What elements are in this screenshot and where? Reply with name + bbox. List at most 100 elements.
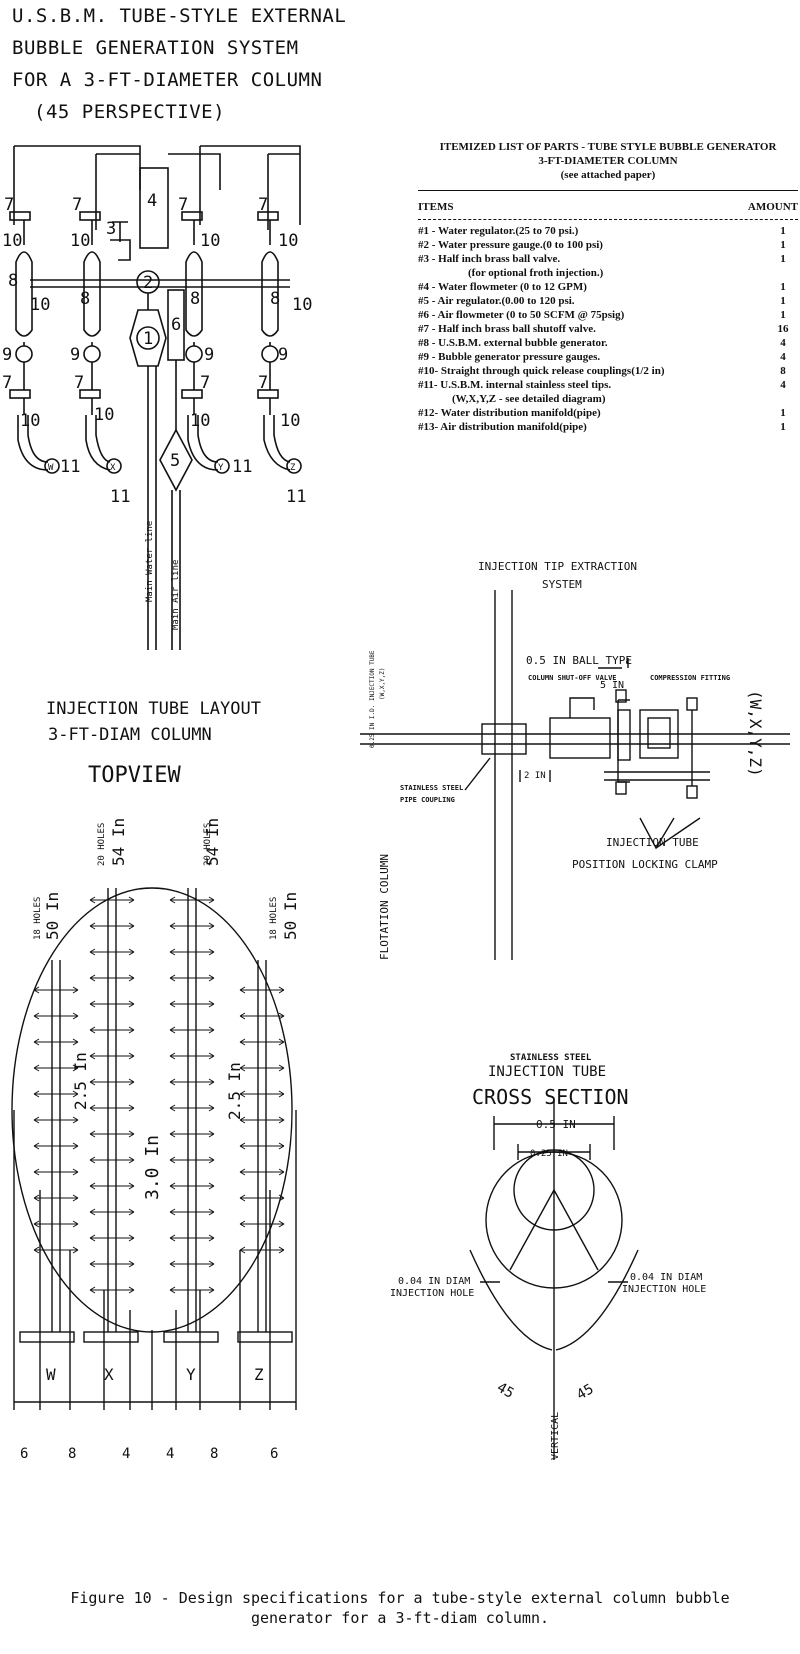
- injection-hole-arrow: [239, 1116, 285, 1124]
- injection-hole-arrow: [89, 1052, 135, 1060]
- label-7b: 7: [2, 373, 12, 393]
- amount-column-header: AMOUNT: [747, 201, 798, 213]
- list-item: #12- Water distribution manifold(pipe)1: [418, 407, 786, 419]
- spacing-2-5-right: 2.5 In: [225, 1062, 244, 1120]
- injection-hole-arrow: [89, 1156, 135, 1164]
- od-dimension: 0.5 IN: [536, 1118, 576, 1131]
- label-10c: 10: [20, 411, 40, 431]
- injection-hole-arrow: [169, 1130, 215, 1138]
- injection-hole-arrow: [169, 1078, 215, 1086]
- tube-id-label-2: (W,X,Y,Z): [379, 667, 386, 700]
- len-54-left: 54 In: [109, 818, 128, 866]
- bottom-dim-2: 8: [68, 1446, 76, 1462]
- label-10h: 10: [278, 231, 298, 251]
- label-6: 6: [171, 315, 181, 335]
- injection-hole-arrow: [169, 1286, 215, 1294]
- parts-rows: #1 - Water regulator.(25 to 70 psi.)1 #2…: [418, 224, 798, 434]
- dim-2-in: 2 IN: [524, 771, 546, 781]
- label-7f: 7: [200, 373, 210, 393]
- injection-hole-arrow: [169, 1156, 215, 1164]
- injection-hole-arrow: [33, 1194, 79, 1202]
- injection-hole-arrow: [169, 1260, 215, 1268]
- vertical-label: VERTICAL: [550, 1412, 561, 1460]
- list-item: #1 - Water regulator.(25 to 70 psi.)1: [418, 225, 786, 237]
- wxyz-label: (W,X,Y,Z): [746, 690, 765, 777]
- tip-x-label: X: [110, 463, 116, 473]
- injection-hole-arrow: [33, 1090, 79, 1098]
- injection-hole-arrow: [239, 1090, 285, 1098]
- holes-20-left: 20 HOLES: [97, 823, 107, 866]
- main-water-line-label: Main Water line: [145, 521, 155, 602]
- label-10f: 10: [200, 231, 220, 251]
- injection-hole-arrow: [33, 1246, 79, 1254]
- hole-right-label-1: 0.04 IN DIAM: [630, 1272, 702, 1283]
- len-54-right: 54 In: [203, 818, 222, 866]
- layout-title-1: INJECTION TUBE LAYOUT: [46, 699, 261, 719]
- injection-hole-arrow: [33, 1168, 79, 1176]
- injection-hole-arrow: [169, 1104, 215, 1112]
- tube-y-label: Y: [186, 1365, 196, 1384]
- figure-caption: Figure 10 - Design specifications for a …: [70, 1589, 730, 1627]
- label-7h: 7: [258, 373, 268, 393]
- injection-hole-arrow: [169, 922, 215, 930]
- extraction-title-2: SYSTEM: [542, 578, 582, 591]
- injection-hole-arrow: [89, 1260, 135, 1268]
- label-11c: 11: [232, 457, 252, 477]
- spacing-3-0: 3.0 In: [142, 1135, 163, 1200]
- label-11a: 11: [60, 457, 80, 477]
- injection-hole-arrow: [89, 1078, 135, 1086]
- coupling-label-2: PIPE COUPLING: [400, 796, 455, 804]
- list-item: #5 - Air regulator.(0.00 to 120 psi.1: [418, 295, 786, 307]
- angle-left: 45: [494, 1380, 517, 1402]
- label-10g: 10: [190, 411, 210, 431]
- extraction-title-1: INJECTION TIP EXTRACTION: [478, 560, 637, 573]
- injection-hole-arrow: [33, 1064, 79, 1072]
- label-5: 5: [170, 451, 180, 471]
- label-9d: 9: [278, 345, 288, 365]
- label-10d: 10: [70, 231, 90, 251]
- label-9b: 9: [70, 345, 80, 365]
- injection-hole-arrow: [169, 948, 215, 956]
- injection-hole-arrow: [89, 1286, 135, 1294]
- injection-hole-arrow: [169, 1052, 215, 1060]
- injection-hole-arrow: [33, 1116, 79, 1124]
- injection-hole-arrow: [33, 1220, 79, 1228]
- injection-tube-layout: INJECTION TUBE LAYOUT 3-FT-DIAM COLUMN T…: [11, 699, 300, 1462]
- perspective-diagram: 7 10 8 10 9 7 10 11 7 10 8 9 7 10 11 4 3…: [2, 145, 312, 650]
- injection-hole-arrow: [89, 1208, 135, 1216]
- injection-hole-arrow: [33, 1142, 79, 1150]
- len-50-left: 50 In: [43, 892, 62, 940]
- ball-type-label: 0.5 IN BALL TYPE: [526, 654, 632, 667]
- label-8d: 8: [270, 289, 280, 309]
- cross-title-3: CROSS SECTION: [472, 1085, 629, 1109]
- list-item: #7 - Half inch brass ball shutoff valve.…: [418, 323, 789, 335]
- hole-left-label-2: INJECTION HOLE: [390, 1288, 474, 1299]
- injection-hole-arrow: [239, 1220, 285, 1228]
- injection-hole-arrow: [239, 1142, 285, 1150]
- injection-hole-arrow: [33, 1038, 79, 1046]
- injection-hole-arrow: [169, 1182, 215, 1190]
- parts-subheading: 3-FT-DIAMETER COLUMN: [538, 155, 678, 167]
- list-item: #8 - U.S.B.M. external bubble generator.…: [418, 337, 786, 349]
- parts-list: ITEMIZED LIST OF PARTS - TUBE STYLE BUBB…: [418, 140, 798, 434]
- label-10j: 10: [280, 411, 300, 431]
- bottom-dim-6: 6: [270, 1446, 278, 1462]
- list-item: #6 - Air flowmeter (0 to 50 SCFM @ 75psi…: [418, 309, 786, 321]
- bottom-dim-3: 4: [122, 1446, 130, 1462]
- injection-hole-arrow: [89, 1234, 135, 1242]
- compression-label: COMPRESSION FITTING: [650, 674, 730, 682]
- parts-dashed-divider: [418, 219, 798, 220]
- spacing-2-5-left: 2.5 In: [71, 1052, 90, 1110]
- injection-hole-arrow: [239, 1194, 285, 1202]
- label-8c: 8: [190, 289, 200, 309]
- hole-left-label-1: 0.04 IN DIAM: [398, 1276, 470, 1287]
- parts-heading: ITEMIZED LIST OF PARTS - TUBE STYLE BUBB…: [439, 141, 777, 153]
- cross-section-diagram: STAINLESS STEEL INJECTION TUBE CROSS SEC…: [390, 1053, 706, 1460]
- holes-18-left: 18 HOLES: [33, 897, 43, 940]
- perspective-title: U.S.B.M. TUBE-STYLE EXTERNAL BUBBLE GENE…: [12, 0, 346, 128]
- injection-hole-arrow: [89, 1104, 135, 1112]
- clamp-label-1: INJECTION TUBE: [606, 836, 699, 849]
- label-11d: 11: [286, 487, 306, 507]
- injection-hole-arrow: [169, 1000, 215, 1008]
- layout-title-3: TOPVIEW: [88, 763, 181, 788]
